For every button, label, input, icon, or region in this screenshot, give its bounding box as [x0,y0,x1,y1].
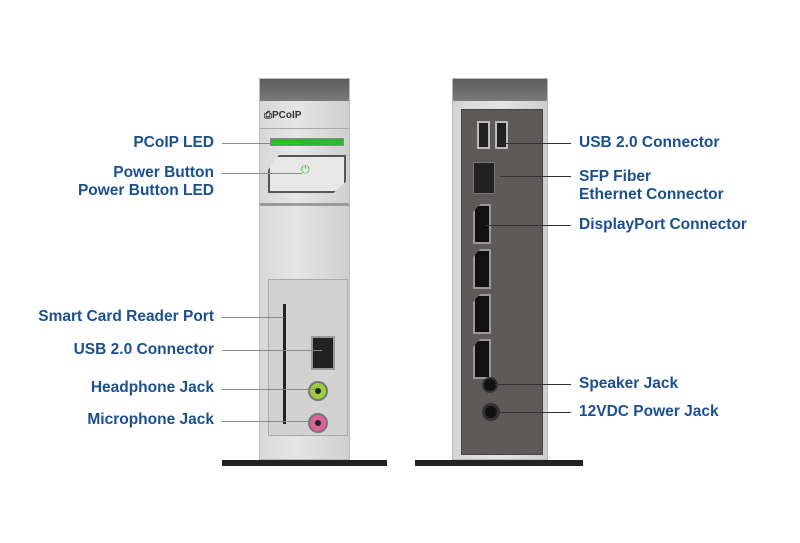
pcoip-led [270,138,344,146]
leader-line [505,143,571,144]
leader-line [222,421,315,422]
label-sfp-1: SFP Fiber [579,168,652,185]
front-top-band [260,79,349,101]
label-power-button: Power Button [113,164,214,181]
divider [260,203,349,206]
usb-port[interactable] [495,121,508,149]
rear-device [452,78,548,460]
divider [260,128,349,129]
label-displayport: DisplayPort Connector [579,216,747,233]
port-panel [268,279,348,436]
usb-port[interactable] [311,336,335,370]
rear-top-band [453,79,547,101]
pcoip-logo: ⎙PCoIP [264,110,302,121]
displayport-2[interactable] [473,249,491,289]
displayport-3[interactable] [473,294,491,334]
label-power-button-led: Power Button LED [77,182,214,199]
sfp-port[interactable] [473,162,495,194]
label-sfp-2: Ethernet Connector [579,186,724,203]
displayport-1[interactable] [473,204,491,244]
leader-line [500,176,571,177]
power-icon: ⏻ [301,164,310,176]
leader-line [495,384,571,385]
leader-line [222,389,315,390]
label-headphone: Headphone Jack [90,379,214,396]
leader-line [222,173,302,174]
label-microphone: Microphone Jack [87,411,214,428]
label-smart-card: Smart Card Reader Port [38,308,214,325]
smart-card-slot[interactable] [283,304,286,424]
leader-line [222,350,322,351]
rear-stand [415,460,583,466]
monitor-icon: ⎙ [264,110,272,121]
speaker-jack[interactable] [482,377,498,393]
label-speaker: Speaker Jack [579,375,679,392]
leader-line [485,225,571,226]
front-device: ⎙PCoIP ⏻ [259,78,350,460]
leader-line [222,143,302,144]
label-pcoip-led: PCoIP LED [133,134,214,151]
microphone-jack[interactable] [308,413,328,433]
front-stand [222,460,387,466]
power-button[interactable] [268,155,346,193]
label-power-jack: 12VDC Power Jack [579,403,719,420]
leader-line [495,412,571,413]
headphone-jack[interactable] [308,381,328,401]
label-front-usb: USB 2.0 Connector [73,341,214,358]
displayport-4[interactable] [473,339,491,379]
leader-line [222,317,284,318]
label-rear-usb: USB 2.0 Connector [579,134,720,151]
usb-port[interactable] [477,121,490,149]
